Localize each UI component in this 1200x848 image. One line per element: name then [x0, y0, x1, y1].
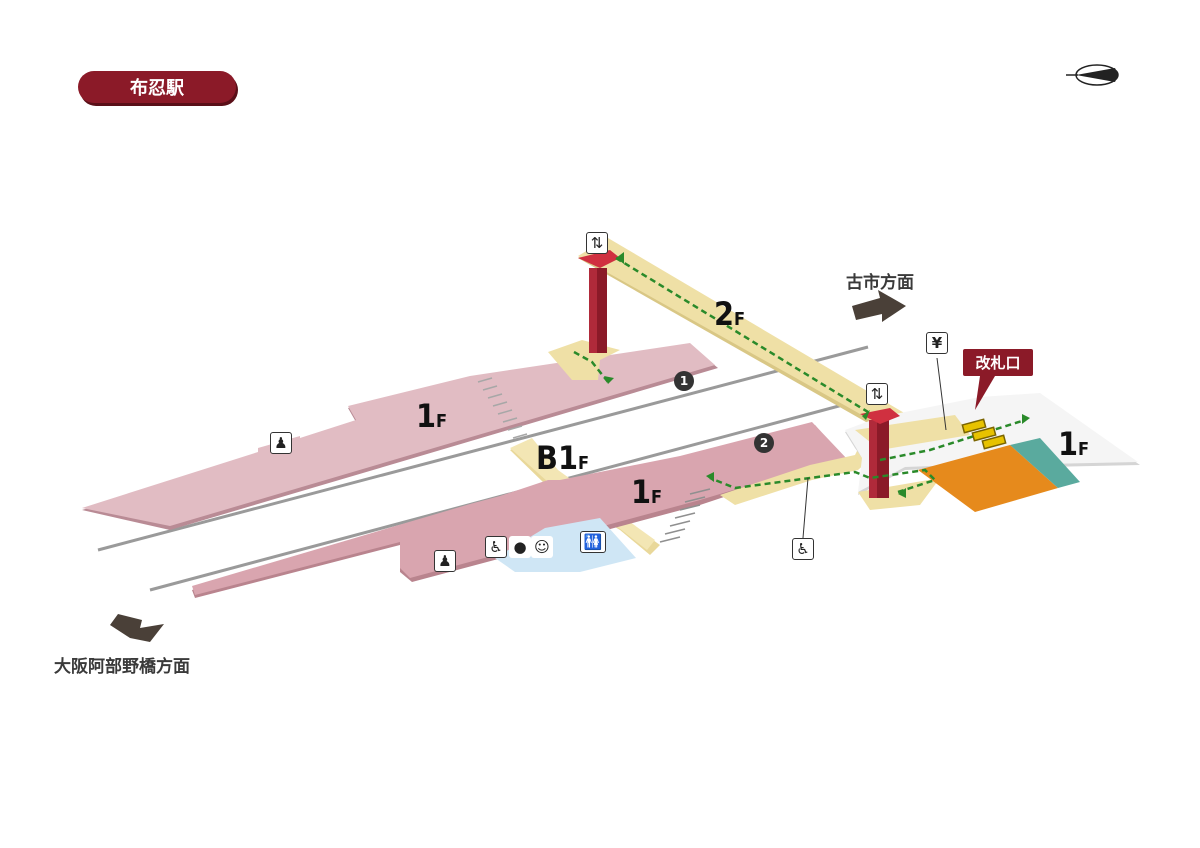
track-line [97, 345, 869, 552]
ticket-leader [936, 357, 947, 431]
elevator-shaft-west [578, 250, 620, 353]
bridge-2f [578, 238, 910, 430]
toilet-icon: 🚻 [580, 531, 606, 553]
wheelchair-slope-icon: ♿ [792, 538, 814, 560]
accessible-route [573, 256, 1026, 494]
slope-leader [802, 477, 809, 539]
north-direction-label: 古市方面 [846, 273, 914, 293]
elevator-icon: ⇅ [866, 383, 888, 405]
waiting-area-icon: ♟ [434, 550, 456, 572]
upper-platform [82, 343, 718, 530]
stairs-upper [477, 377, 528, 439]
route-arrowheads [604, 252, 1030, 498]
station-name-badge: 布忍駅 [78, 71, 236, 103]
gate-callout-pointer [975, 376, 995, 410]
wheelchair-icon: ♿ [485, 536, 507, 558]
lower-platform [192, 422, 850, 598]
concourse-teal-area [1010, 438, 1080, 488]
ostomate-icon: ● [509, 536, 531, 558]
south-direction-label: 大阪阿部野橋方面 [54, 657, 190, 677]
concourse-ramp [720, 445, 875, 505]
ticket-machine-icon: ¥ [926, 332, 948, 354]
stairs-lower [659, 488, 711, 543]
bridge-floor-label: 2F [714, 295, 746, 333]
elevator-icon: ⇅ [586, 232, 608, 254]
waiting-area-icon: ♟ [270, 432, 292, 454]
concourse-floor-label: 1F [1058, 425, 1090, 463]
baby-care-icon: ☺ [531, 536, 553, 558]
north-arrow [852, 290, 906, 322]
upper-platform-floor-label: 1F [416, 397, 448, 435]
lower-platform-floor-label: 1F [631, 473, 663, 511]
ticket-gate-label: 改札口 [963, 349, 1033, 376]
exit-2-badge: 2 [754, 433, 774, 453]
compass-icon [1066, 64, 1119, 86]
basement-floor-label: B1F [536, 439, 590, 477]
ticket-gates [961, 418, 1007, 450]
exit-1-badge: 1 [674, 371, 694, 391]
concourse-orange-area [918, 445, 1058, 512]
south-arrow [110, 614, 164, 642]
